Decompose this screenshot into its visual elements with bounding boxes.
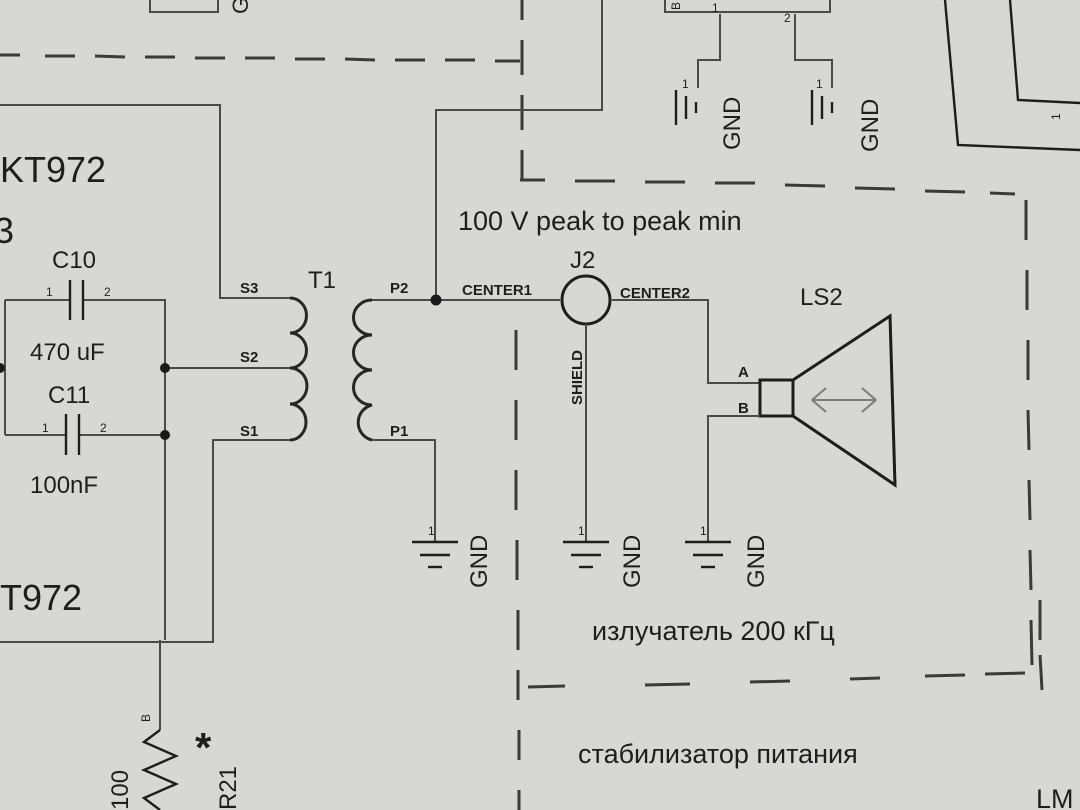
center2-label: CENTER2 [620,285,690,302]
ground-pin-top-right: 1 [816,77,823,91]
partial-left-digit: 3 [0,210,14,251]
t1-label: T1 [308,267,336,294]
pin-two-top: 2 [784,11,791,25]
gnd-label-top-right: GND [857,99,884,152]
j2-coax-symbol [560,274,612,326]
c10-value: 470 uF [30,339,105,366]
pin-s3-label: S3 [240,280,258,297]
top-left-fragment: GND [149,0,253,14]
speaker-box [758,378,795,418]
pin-a-label: A [738,364,749,381]
ls2-label: LS2 [800,284,843,311]
ground-symbol-p1: 1 GND [412,524,493,588]
t1-left-coil [289,296,309,442]
pin-p2-label: P2 [390,280,408,297]
dashed-block-outlines [0,0,1044,810]
junction-dot-left [0,363,5,373]
r21-value: 100 [107,770,134,810]
capacitor-network [0,299,290,640]
junction-dot-p2 [430,294,442,306]
partial-top-letter: B [669,2,683,10]
ground-pin-top-left: 1 [682,77,689,91]
kt972-label-top: KT972 [0,149,106,190]
ground-pin-speaker: 1 [700,524,707,538]
ground-symbol-shield: 1 GND [563,524,646,588]
kt972-upper-block: KT972 3 [0,104,290,299]
transformer-t1: T1 S3 S2 S1 P2 P1 [240,267,560,525]
ground-symbol-top-right: 1 [810,77,834,125]
peak-note: 100 V peak to peak min [458,206,742,236]
center1-label: CENTER1 [462,282,532,299]
speaker-ls2: LS2 A B [707,284,897,525]
c10-label: C10 [52,247,96,274]
speaker-arrow-icon [811,387,877,413]
gnd-label-top-left: GND [719,97,746,150]
top-right-ground-pair: B 1 1 GND 2 1 GND [664,0,884,152]
c11-value: 100nF [30,472,98,499]
ground-pin-p1: 1 [428,524,435,538]
capacitor-c10: C10 1 2 470 uF [30,247,111,366]
ground-symbol-speaker: 1 GND [685,524,770,588]
pin-one-top-left: 1 [712,1,719,15]
gnd-label-speaker: GND [743,535,770,588]
r21-pin-label: B [139,714,153,722]
gnd-label-p1: GND [466,535,493,588]
kt972-lower-block: T972 [0,439,290,643]
speaker-cone [792,313,897,488]
t1-right-coil [352,298,373,442]
top-center-wire [435,0,603,298]
stabilizer-caption: стабилизатор питания [578,739,858,769]
pin-s2-label: S2 [240,349,258,366]
c11-pin-1: 1 [42,421,49,435]
emitter-caption: излучатель 200 кГц [592,616,835,646]
capacitor-c11: C11 1 2 100nF [30,382,107,499]
r21-asterisk: * [195,724,212,771]
j2-label: J2 [570,247,595,274]
pin-p1-label: P1 [390,423,408,440]
junction-dot-c10 [160,363,170,373]
shield-label: SHIELD [569,350,586,405]
r21-label: R21 [215,766,242,810]
gnd-label-shield: GND [619,535,646,588]
top-left-gnd-fragment: GND [228,0,253,14]
junction-dot-c11 [160,430,170,440]
resistor-r21: B 100 R21 * [107,640,242,810]
c11-pin-2: 2 [100,421,107,435]
ground-pin-shield: 1 [578,524,585,538]
top-right-component-box: 1 [943,0,1080,152]
ground-symbol-top-left: 1 [674,77,698,125]
c10-pin-2: 2 [104,285,111,299]
pin-b-label: B [738,400,749,417]
connector-j2: 100 V peak to peak min J2 CENTER1 CENTER… [458,206,760,525]
kt972-label-bottom: T972 [0,577,82,618]
pin-one-right-box: 1 [1049,113,1063,120]
partial-bottom-right-label: LM [1036,784,1074,810]
c11-label: C11 [48,382,90,409]
c10-pin-1: 1 [46,285,53,299]
pin-s1-label: S1 [240,423,258,440]
